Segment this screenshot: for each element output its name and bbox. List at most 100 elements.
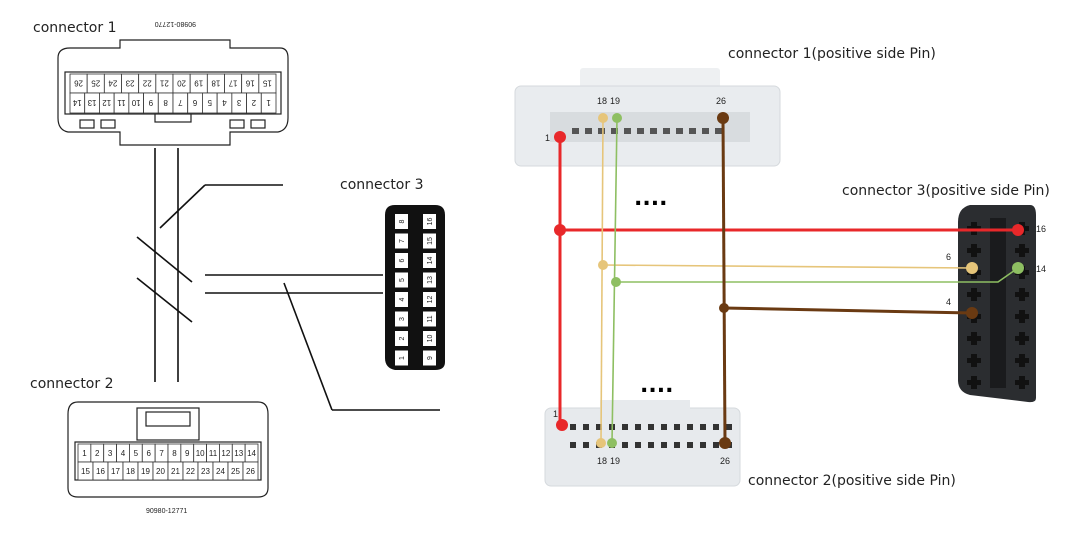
obd-pin-cell — [423, 311, 436, 327]
ellipsis-top: .... — [634, 186, 667, 211]
obd-pin-label: 1 — [399, 356, 406, 360]
c2-pin-18: 18 — [597, 456, 607, 466]
socket — [1015, 376, 1029, 389]
socket — [650, 128, 657, 134]
obd-pin-cell — [395, 350, 408, 366]
c3-pin-14: 14 — [1036, 264, 1046, 274]
conn1-bottom-pin-label: 12 — [102, 98, 111, 107]
socket — [572, 128, 579, 134]
conn2-bottom-pin-label: 19 — [141, 467, 150, 476]
conn2-top-pin-label: 5 — [134, 449, 139, 458]
conn2-bottom-pin-label: 16 — [96, 467, 105, 476]
conn1-bottom-cell — [260, 92, 277, 114]
obd-pin-label: 5 — [399, 278, 406, 282]
obd-pin-cell — [395, 233, 408, 249]
obd-pin-cell — [423, 292, 436, 307]
obd-pin-label: 9 — [427, 356, 434, 360]
conn1-bottom-pin-label: 7 — [178, 98, 183, 107]
conn1-top-pin-label: 22 — [142, 79, 151, 88]
wire-yellow — [596, 113, 978, 448]
conn1-bottom-pin-label: 9 — [148, 98, 153, 107]
conn1-top-pin-label: 21 — [159, 79, 168, 88]
socket — [1015, 266, 1029, 279]
conn2-top-pin-label: 7 — [159, 449, 164, 458]
connector3-positive-label: connector 3(positive side Pin) — [842, 183, 1050, 199]
obd-pin-cell — [423, 331, 436, 346]
connector3-label: connector 3 — [340, 177, 424, 193]
conn1-bottom-pin-label: 8 — [163, 98, 168, 107]
wire-brown — [717, 112, 978, 449]
conn2-top-pin-label: 10 — [196, 449, 205, 458]
socket — [1015, 310, 1029, 323]
c1-pin-26: 26 — [716, 96, 726, 106]
conn2-top-pin-label: 13 — [234, 449, 243, 458]
c2-pin-26: 26 — [720, 456, 730, 466]
obd-pin-cell — [395, 331, 408, 346]
c1-pin-18: 18 — [597, 96, 607, 106]
socket — [713, 442, 719, 448]
socket — [967, 244, 981, 257]
c2-pin-1: 1 — [553, 409, 558, 419]
conn2-bottom-pin-label: 17 — [111, 467, 120, 476]
socket — [674, 442, 680, 448]
conn2-top-pin-label: 4 — [121, 449, 126, 458]
conn2-top-pin-label: 6 — [146, 449, 151, 458]
conn1-top-pin-label: 23 — [125, 79, 134, 88]
socket — [687, 424, 693, 430]
socket — [689, 128, 696, 134]
conn1-top-pin-label: 24 — [108, 79, 117, 88]
conn2-top-pin-label: 3 — [108, 449, 113, 458]
socket — [674, 424, 680, 430]
socket — [713, 424, 719, 430]
wire-red — [554, 131, 1024, 431]
obd-pin-label: 2 — [399, 336, 406, 340]
conn2-bottom-pin-label: 25 — [231, 467, 240, 476]
conn1-bottom-pin-label: 10 — [131, 98, 140, 107]
socket — [700, 442, 706, 448]
obd-pin-cell — [423, 253, 436, 268]
harness-lines — [136, 148, 440, 411]
connector1-label: connector 1 — [33, 20, 117, 36]
conn1-bottom-pin-label: 2 — [251, 98, 256, 107]
socket — [611, 128, 618, 134]
conn1-bottom-pin-label: 3 — [236, 98, 241, 107]
conn1-bottom-pin-label: 5 — [207, 98, 212, 107]
obd-pin-cell — [395, 214, 408, 229]
obd-pin-label: 12 — [427, 296, 434, 304]
socket — [635, 442, 641, 448]
socket — [967, 288, 981, 301]
conn1-top-pin-label: 16 — [245, 79, 254, 88]
socket — [715, 128, 722, 134]
obd-pin-label: 3 — [399, 317, 406, 321]
conn1-top-pin-label: 20 — [177, 79, 186, 88]
socket — [967, 332, 981, 345]
c3-pin-6: 6 — [946, 252, 951, 262]
conn1-top-pin-label: 19 — [194, 79, 203, 88]
conn2-bottom-pin-label: 22 — [186, 467, 195, 476]
socket — [648, 442, 654, 448]
conn1-top-pin-label: 15 — [262, 79, 271, 88]
c1-pin-19: 19 — [610, 96, 620, 106]
connector2-positive-label: connector 2(positive side Pin) — [748, 473, 956, 489]
conn2-top-pin-label: 14 — [247, 449, 256, 458]
connector2-photo — [544, 400, 741, 487]
conn2-bottom-pin-label: 26 — [246, 467, 255, 476]
obd-pin-label: 8 — [399, 219, 406, 223]
conn1-bottom-pin-label: 6 — [192, 98, 197, 107]
socket — [1015, 288, 1029, 301]
conn1-bottom-pin-label: 13 — [87, 98, 96, 107]
c3-pin-16: 16 — [1036, 224, 1046, 234]
obd-pin-cell — [395, 253, 408, 268]
socket — [1015, 244, 1029, 257]
conn2-bottom-cell — [242, 461, 259, 481]
socket — [967, 354, 981, 367]
socket — [676, 128, 683, 134]
socket — [637, 128, 644, 134]
socket — [726, 424, 732, 430]
conn2-top-pin-label: 2 — [95, 449, 100, 458]
obd-pin-label: 4 — [399, 297, 406, 301]
socket — [583, 442, 589, 448]
